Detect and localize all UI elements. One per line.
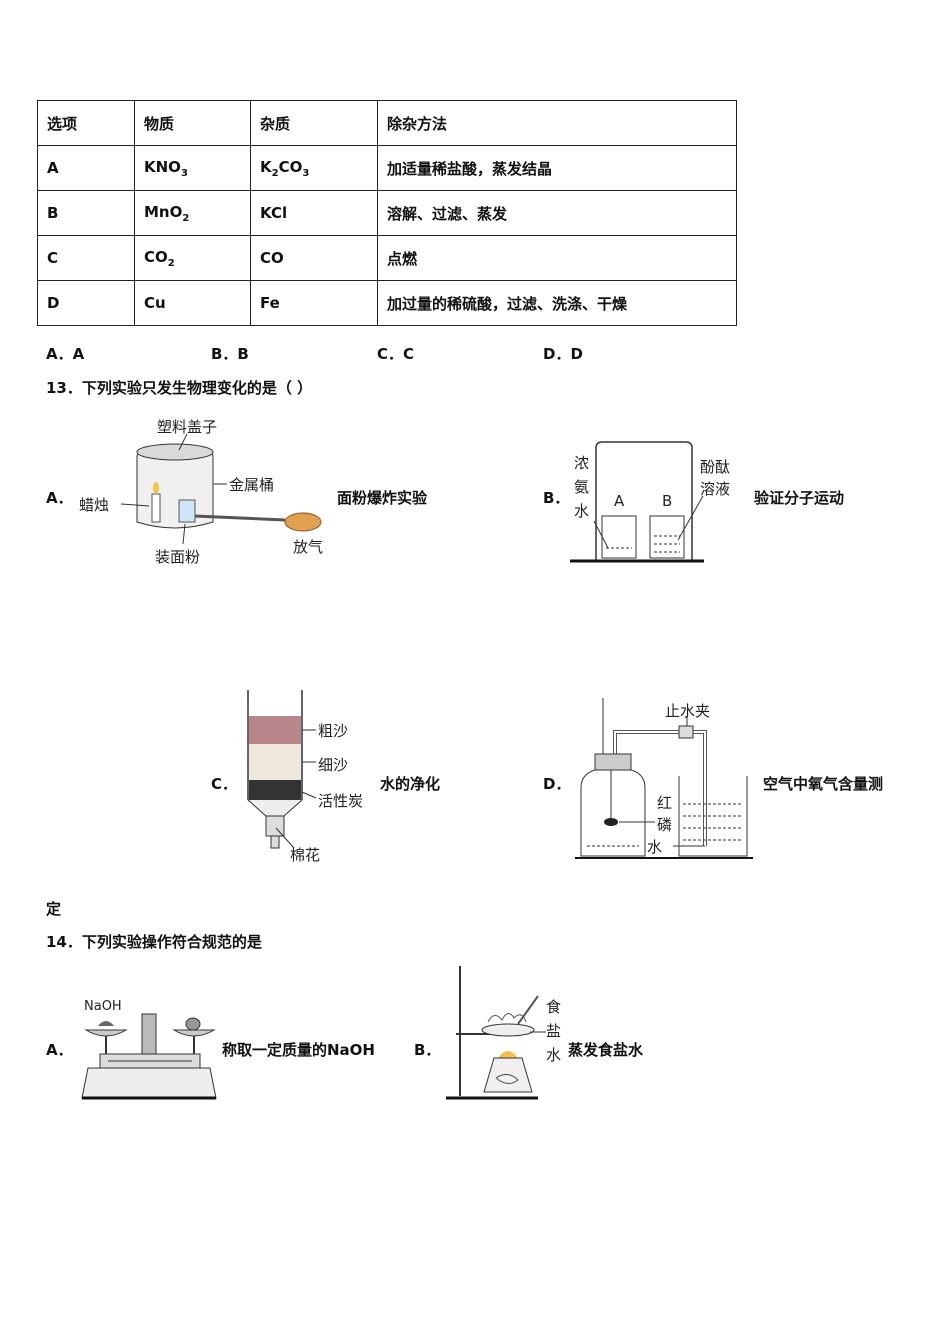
option-cell: A	[37, 145, 135, 191]
question-13-stem: 13．下列实验只发生物理变化的是（ ）	[46, 379, 313, 397]
q14-option-a-letter[interactable]: A．	[46, 1041, 73, 1059]
impurity-cell: K2CO3	[250, 145, 378, 191]
substance-cell: Cu	[134, 280, 251, 326]
method-cell: 加适量稀盐酸，蒸发结晶	[377, 145, 737, 191]
question-14-stem: 14．下列实验操作符合规范的是	[46, 933, 262, 951]
header-cell: 选项	[37, 100, 135, 146]
option-cell: D	[37, 280, 135, 326]
label-bucket: 金属桶	[229, 476, 274, 494]
table-row: A KNO3 K2CO3 加适量稀盐酸，蒸发结晶	[37, 145, 737, 191]
q13-option-d-caption-tail: 定	[46, 900, 62, 918]
label-salt-water-3: 水	[546, 1046, 561, 1064]
label-salt-water-1: 食	[546, 998, 561, 1016]
choice-a[interactable]: A．A	[46, 345, 85, 363]
label-red-phosphorus-1: 红	[657, 794, 672, 812]
table-row: D Cu Fe 加过量的稀硫酸，过滤、洗涤、干燥	[37, 280, 737, 326]
flour-explosion-diagram: 塑料盖子 金属桶 蜡烛 装面粉 放气	[79, 418, 323, 566]
label-candle: 蜡烛	[79, 496, 109, 514]
label-ammonia-3: 水	[574, 502, 589, 520]
q13-option-b-letter[interactable]: B．	[543, 489, 570, 507]
label-ammonia-2: 氨	[574, 478, 589, 496]
substance-cell: KNO3	[134, 145, 251, 191]
method-cell: 溶解、过滤、蒸发	[377, 190, 737, 236]
label-beaker-a: A	[614, 492, 625, 510]
substance-cell: MnO2	[134, 190, 251, 236]
q13-option-d-letter[interactable]: D．	[543, 775, 571, 793]
label-beaker-b: B	[662, 492, 672, 510]
options-table: 选项 物质 杂质 除杂方法 A KNO3 K2CO3 加适量稀盐酸，蒸发结晶 B…	[37, 100, 737, 326]
label-water: 水	[647, 838, 662, 856]
method-cell: 点燃	[377, 235, 737, 281]
choice-b[interactable]: B．B	[211, 345, 249, 363]
q13-option-c-letter[interactable]: C．	[211, 775, 238, 793]
label-cotton: 棉花	[290, 846, 320, 864]
label-fine-sand: 细沙	[318, 756, 348, 774]
option-cell: B	[37, 190, 135, 236]
method-cell: 加过量的稀硫酸，过滤、洗涤、干燥	[377, 280, 737, 326]
label-naoh: NaOH	[84, 999, 122, 1014]
table-header-row: 选项 物质 杂质 除杂方法	[37, 100, 737, 146]
header-cell: 杂质	[250, 100, 378, 146]
oxygen-measurement-diagram: 止水夹 红 磷 水	[575, 698, 753, 859]
q13-option-b-caption: 验证分子运动	[754, 489, 845, 507]
q13-option-a-caption: 面粉爆炸实验	[337, 489, 428, 507]
label-coarse-sand: 粗沙	[318, 722, 348, 740]
molecule-motion-diagram: 浓 氨 水 A B 酚酞 溶液	[570, 441, 730, 563]
impurity-cell: Fe	[250, 280, 378, 326]
table-row: B MnO2 KCl 溶解、过滤、蒸发	[37, 190, 737, 236]
evaporation-diagram: 食 盐 水	[446, 966, 561, 1100]
q14-option-a-caption: 称取一定质量的NaOH	[222, 1041, 375, 1059]
substance-cell: CO2	[134, 235, 251, 281]
label-red-phosphorus-2: 磷	[657, 816, 672, 834]
table-row: C CO2 CO 点燃	[37, 235, 737, 281]
label-salt-water-2: 盐	[546, 1022, 561, 1040]
choice-d[interactable]: D．D	[543, 345, 583, 363]
label-phenol-1: 酚酞	[700, 458, 730, 476]
water-purifier-diagram: 粗沙 细沙 活性炭 棉花	[247, 690, 363, 864]
label-lid: 塑料盖子	[157, 418, 217, 436]
header-cell: 除杂方法	[377, 100, 737, 146]
q14-option-b-letter[interactable]: B．	[414, 1041, 441, 1059]
label-phenol-2: 溶液	[700, 480, 730, 498]
label-activated-carbon: 活性炭	[318, 792, 363, 810]
q13-option-c-caption: 水的净化	[380, 775, 441, 793]
q14-option-b-caption: 蒸发食盐水	[568, 1041, 644, 1059]
label-air: 放气	[293, 538, 323, 556]
q13-option-a-letter[interactable]: A．	[46, 489, 73, 507]
option-cell: C	[37, 235, 135, 281]
impurity-cell: CO	[250, 235, 378, 281]
label-ammonia-1: 浓	[574, 454, 589, 472]
q13-option-d-caption: 空气中氧气含量测	[763, 775, 884, 793]
label-flour: 装面粉	[155, 548, 200, 566]
header-cell: 物质	[134, 100, 251, 146]
label-clamp: 止水夹	[665, 702, 710, 720]
impurity-cell: KCl	[250, 190, 378, 236]
balance-scale-diagram: NaOH	[81, 999, 217, 1100]
choice-c[interactable]: C．C	[377, 345, 415, 363]
